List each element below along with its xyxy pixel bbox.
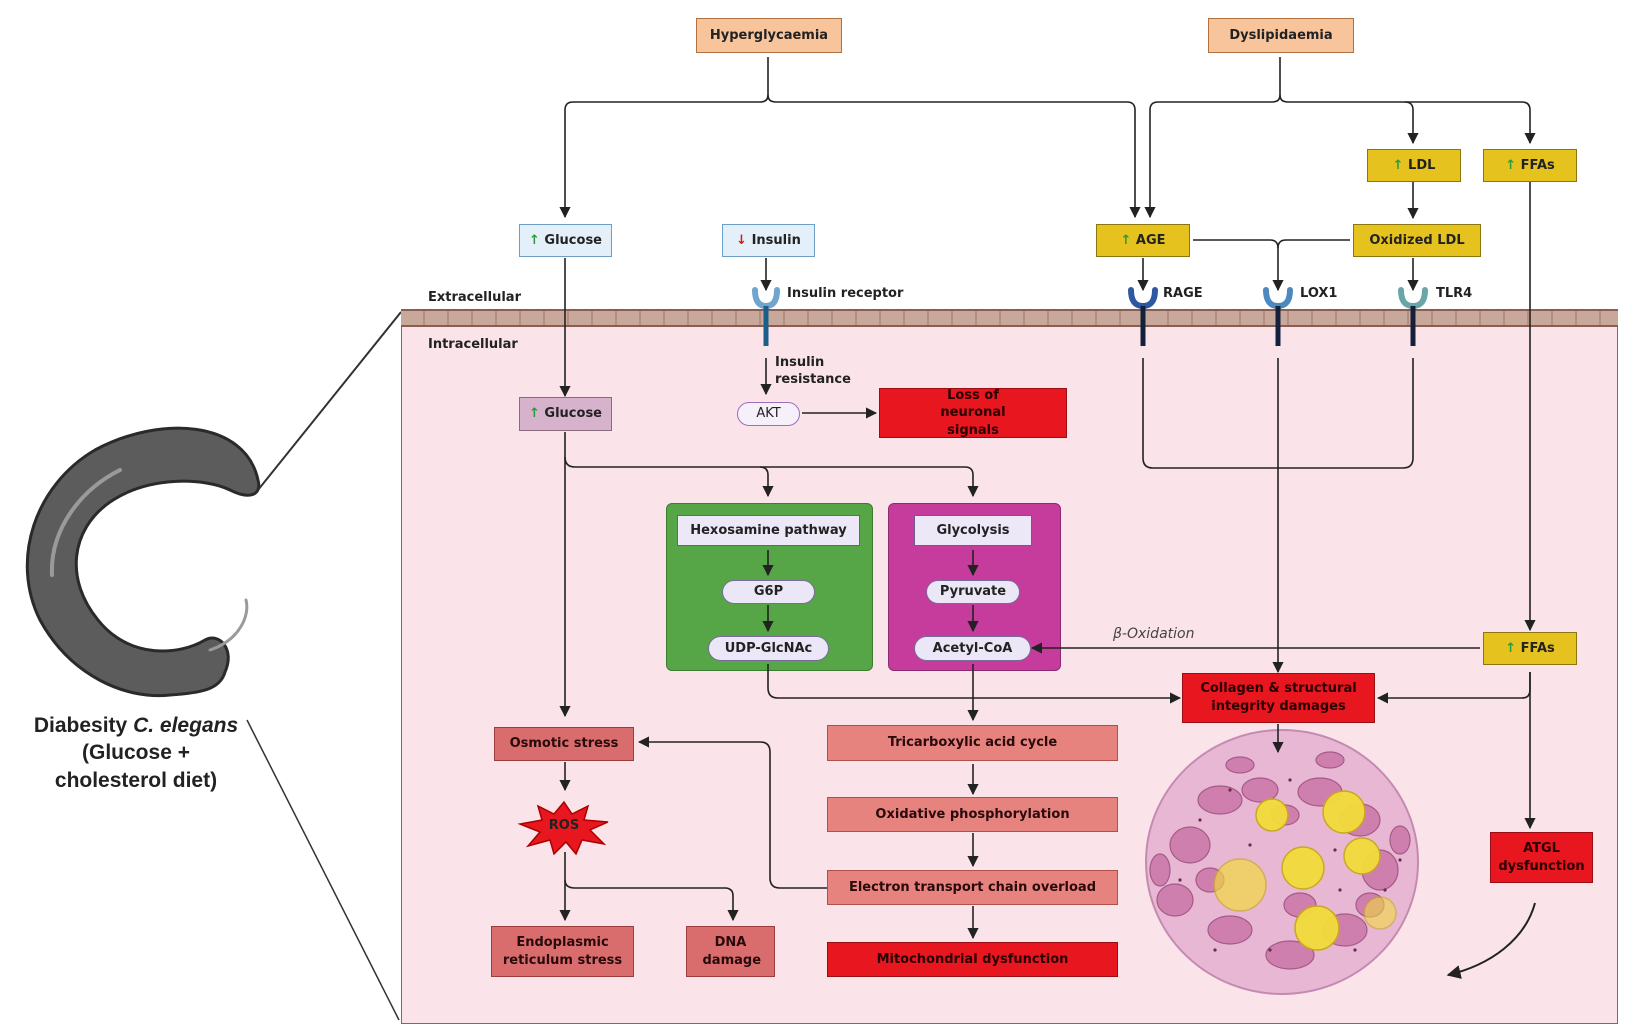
c-elegans-worm-illustration <box>25 426 261 698</box>
etc-overload-label: Electron transport chain overload <box>848 879 1097 895</box>
insulin-box: ↓ Insulin <box>722 224 815 257</box>
down-arrow-icon: ↓ <box>736 232 748 248</box>
cell-membrane <box>401 309 1618 327</box>
acetyl-coa-label: Acetyl-CoA <box>932 640 1013 656</box>
up-arrow-icon: ↑ <box>1120 232 1132 248</box>
mitochondrial-dysfunction-label: Mitochondrial dysfunction <box>876 951 1069 967</box>
intracellular-ffas-box: ↑ FFAs <box>1483 632 1577 665</box>
er-stress-label: Endoplasmic reticulum stress <box>502 934 623 968</box>
dna-damage-label: DNA damage <box>702 934 762 968</box>
er-stress-box: Endoplasmic reticulum stress <box>491 926 634 977</box>
insulin-receptor-label: Insulin receptor <box>787 286 904 301</box>
dna-damage-box: DNA damage <box>686 926 775 977</box>
collagen-damage-label: Collagen & structural integrity damages <box>1200 681 1357 714</box>
ffas-top-label: FFAs <box>1520 157 1555 173</box>
up-arrow-icon: ↑ <box>1505 640 1517 656</box>
hyperglycaemia-label: Hyperglycaemia <box>709 27 829 43</box>
caption-text-2: (Glucose + cholesterol diet) <box>54 741 218 792</box>
tissue-illustration <box>1145 729 1419 995</box>
ffas-top-box: ↑ FFAs <box>1483 149 1577 182</box>
up-arrow-icon: ↑ <box>528 232 540 248</box>
pyruvate-node: Pyruvate <box>926 580 1020 604</box>
glycolysis-header: Glycolysis <box>914 515 1032 546</box>
tca-box: Tricarboxylic acid cycle <box>827 725 1118 761</box>
g6p-label: G6P <box>753 584 784 600</box>
hyperglycaemia-box: Hyperglycaemia <box>696 18 842 53</box>
etc-overload-box: Electron transport chain overload <box>827 870 1118 905</box>
beta-oxidation-label: β-Oxidation <box>1113 626 1195 642</box>
tlr4-label: TLR4 <box>1436 286 1473 301</box>
intracellular-label: Intracellular <box>428 337 518 352</box>
pyruvate-label: Pyruvate <box>939 584 1007 600</box>
udp-glcnac-node: UDP-GlcNAc <box>708 636 829 661</box>
osmotic-stress-label: Osmotic stress <box>509 736 619 752</box>
udp-glcnac-label: UDP-GlcNAc <box>724 640 813 656</box>
extracellular-label: Extracellular <box>428 290 521 305</box>
hexosamine-label: Hexosamine pathway <box>690 522 847 538</box>
ros-burst-icon <box>517 800 609 856</box>
oxidized-ldl-label: Oxidized LDL <box>1369 232 1465 248</box>
intracellular-glucose-label: Glucose <box>544 406 602 422</box>
hexosamine-pathway-header: Hexosamine pathway <box>677 515 860 546</box>
glycolysis-label: Glycolysis <box>936 522 1010 538</box>
akt-node: AKT <box>737 402 800 426</box>
oxphos-label: Oxidative phosphorylation <box>875 806 1070 822</box>
zoom-line-bottom <box>246 719 400 1021</box>
up-arrow-icon: ↑ <box>1505 157 1517 173</box>
osmotic-stress-box: Osmotic stress <box>494 727 634 761</box>
age-box: ↑ AGE <box>1096 224 1190 257</box>
atgl-dysfunction-box: ATGL dysfunction <box>1490 832 1593 883</box>
g6p-node: G6P <box>722 580 815 604</box>
ldl-label: LDL <box>1408 157 1436 173</box>
up-arrow-icon: ↑ <box>528 406 540 422</box>
dyslipidaemia-box: Dyslipidaemia <box>1208 18 1354 53</box>
caption-italic-1: C. <box>133 714 155 737</box>
mitochondrial-dysfunction-box: Mitochondrial dysfunction <box>827 942 1118 977</box>
atgl-dysfunction-label: ATGL dysfunction <box>1498 840 1585 874</box>
collagen-damage-box: Collagen & structural integrity damages <box>1182 673 1375 723</box>
ldl-box: ↑ LDL <box>1367 149 1461 182</box>
loss-neuronal-signals-label: Loss of neuronal signals <box>940 387 1006 438</box>
intracellular-glucose-box: ↑ Glucose <box>519 397 612 431</box>
caption-text-1: Diabesity <box>33 714 134 737</box>
age-label: AGE <box>1135 232 1166 248</box>
caption-italic-2: elegans <box>159 714 239 737</box>
intracellular-ffas-label: FFAs <box>1520 640 1555 656</box>
akt-label: AKT <box>756 406 781 422</box>
oxphos-box: Oxidative phosphorylation <box>827 797 1118 832</box>
insulin-label: Insulin <box>751 232 801 248</box>
tca-label: Tricarboxylic acid cycle <box>887 735 1058 751</box>
organism-caption: Diabesity C. elegans (Glucose + choleste… <box>26 712 246 794</box>
dyslipidaemia-label: Dyslipidaemia <box>1229 27 1333 43</box>
loss-neuronal-signals-box: Loss of neuronal signals <box>879 388 1067 438</box>
oxidized-ldl-box: Oxidized LDL <box>1353 224 1481 257</box>
ros-label: ROS <box>548 818 580 833</box>
glucose-label: Glucose <box>544 232 602 248</box>
rage-label: RAGE <box>1163 286 1203 301</box>
extracellular-glucose-box: ↑ Glucose <box>519 224 612 257</box>
zoom-line-top <box>257 311 402 491</box>
up-arrow-icon: ↑ <box>1392 157 1404 173</box>
acetyl-coa-node: Acetyl-CoA <box>914 636 1031 661</box>
insulin-resistance-label: Insulin resistance <box>775 355 851 387</box>
lox1-label: LOX1 <box>1300 286 1338 301</box>
